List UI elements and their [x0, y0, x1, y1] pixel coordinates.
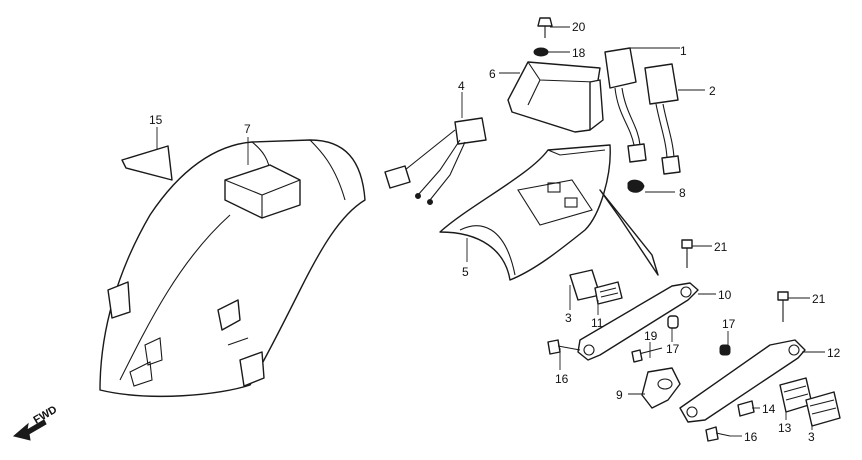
callout-17-lower: 17 — [722, 317, 736, 331]
wire-harness — [384, 117, 487, 205]
stay-10 — [577, 282, 699, 361]
callout-18: 18 — [572, 46, 586, 60]
callout-14: 14 — [762, 402, 776, 416]
callout-12: 12 — [827, 346, 841, 360]
callout-1: 1 — [680, 44, 687, 58]
rear-fender — [99, 139, 366, 398]
callout-labels: 1 2 4 6 15 7 5 8 20 18 21 21 10 3 11 12 … — [149, 20, 841, 444]
callout-20: 20 — [572, 20, 586, 34]
collar-17-upper — [667, 315, 679, 329]
bolt-20 — [537, 17, 553, 38]
clamp-9 — [641, 367, 681, 409]
callout-7: 7 — [244, 122, 251, 136]
stay-12 — [679, 339, 806, 423]
callout-16-upper: 16 — [555, 372, 569, 386]
callout-15: 15 — [149, 113, 163, 127]
callout-3-upper: 3 — [565, 311, 572, 325]
nut-18 — [533, 47, 549, 57]
forward-arrow-icon — [12, 419, 47, 441]
grommet — [627, 179, 645, 193]
callout-19: 19 — [644, 329, 658, 343]
bolt-16-upper — [547, 339, 581, 355]
callout-21-lower: 21 — [812, 292, 826, 306]
callout-10: 10 — [718, 288, 732, 302]
bolt-21-lower — [777, 291, 789, 322]
callout-2: 2 — [709, 84, 716, 98]
relay-1 — [604, 47, 647, 163]
license-bracket — [507, 61, 604, 133]
callout-11: 11 — [591, 316, 604, 330]
callout-9: 9 — [616, 388, 623, 402]
plate-3-lower — [805, 391, 841, 427]
callout-4: 4 — [458, 79, 465, 93]
callout-8: 8 — [679, 186, 686, 200]
collar-17-lower — [719, 344, 731, 356]
bolt-21-upper — [681, 239, 693, 268]
rear-frame-cover — [439, 144, 659, 281]
bolt-16-lower — [705, 426, 731, 442]
callout-21-upper: 21 — [714, 240, 728, 254]
forward-marker: FWD — [12, 404, 59, 441]
bolt-19 — [631, 347, 663, 363]
leader-lines — [156, 26, 825, 437]
relay-2 — [644, 63, 681, 175]
plate-3-upper — [569, 269, 601, 301]
callout-3-lower: 3 — [808, 430, 815, 444]
callout-6: 6 — [489, 67, 496, 81]
reflector-pad — [121, 145, 173, 181]
callout-17-upper: 17 — [666, 342, 680, 356]
callout-5: 5 — [462, 265, 469, 279]
rubber-11 — [594, 281, 623, 305]
plate-14 — [737, 400, 755, 417]
callout-16-lower: 16 — [744, 430, 758, 444]
callout-13: 13 — [778, 421, 792, 435]
